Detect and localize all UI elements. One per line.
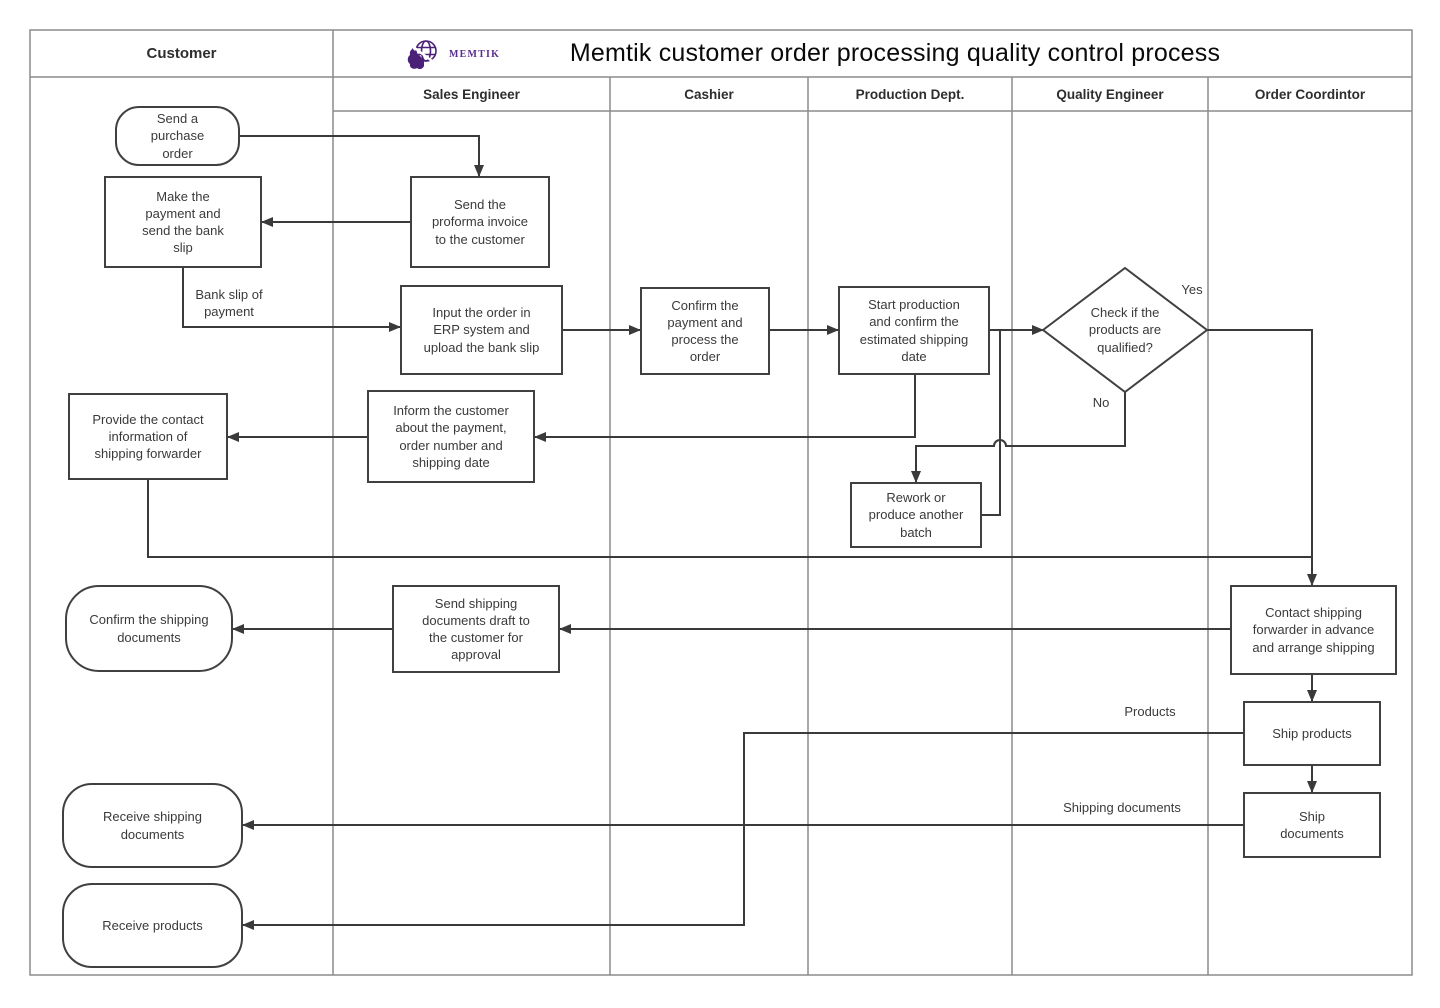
lane-header-sales-engineer-label: Sales Engineer	[423, 86, 520, 102]
lane-header-customer: Customer	[30, 30, 333, 77]
brand-logo: MEMTIK	[404, 37, 514, 71]
edge-products-to-receive	[242, 732, 1243, 930]
lane-header-quality-engineer-label: Quality Engineer	[1056, 86, 1164, 102]
lane-header-production-dept: Production Dept.	[808, 77, 1012, 111]
lane-header-order-coordinator-label: Order Coordintor	[1254, 86, 1366, 102]
edge-purchase-to-proforma	[240, 135, 484, 177]
node-receive-shipping-documents: Receive shipping documents	[62, 783, 243, 868]
page-title: Memtik customer order processing quality…	[569, 39, 1221, 67]
edge-label-shipping-documents: Shipping documents	[1063, 800, 1181, 815]
lane-header-sales-engineer: Sales Engineer	[333, 77, 610, 111]
memtik-logo-icon	[407, 40, 437, 70]
edge-production-to-inform	[534, 375, 916, 442]
edge-label-no: No	[1092, 395, 1110, 410]
node-send-purchase-order: Send a purchase order	[115, 106, 240, 166]
lane-header-cashier-label: Cashier	[684, 86, 734, 102]
edge-no-to-rework	[911, 392, 1126, 483]
node-provide-contact-info: Provide the contact information of shipp…	[68, 393, 228, 480]
lane-header-cashier: Cashier	[610, 77, 808, 111]
node-check-qualified: Check if the products are qualified?	[1088, 305, 1162, 355]
edge-rework-feedback	[982, 331, 1001, 516]
node-receive-products: Receive products	[62, 883, 243, 968]
node-rework: Rework or produce another batch	[850, 482, 982, 548]
lane-header-customer-label: Customer	[146, 45, 217, 62]
node-confirm-payment: Confirm the payment and process the orde…	[640, 287, 770, 375]
edge-provide-to-contact	[147, 480, 1312, 558]
lane-header-quality-engineer: Quality Engineer	[1012, 77, 1208, 111]
lane-header-production-dept-label: Production Dept.	[855, 86, 965, 102]
node-send-draft: Send shipping documents draft to the cus…	[392, 585, 560, 673]
edge-label-yes: Yes	[1181, 282, 1203, 297]
node-inform-customer: Inform the customer about the payment, o…	[367, 390, 535, 483]
lane-header-order-coordinator: Order Coordintor	[1208, 77, 1412, 111]
node-send-proforma-invoice: Send the proforma invoice to the custome…	[410, 176, 550, 268]
memtik-logo-text: MEMTIK	[449, 48, 501, 60]
node-ship-products: Ship products	[1243, 701, 1381, 766]
edge-bankslip-to-erp	[182, 268, 401, 332]
node-confirm-shipping-documents: Confirm the shipping documents	[65, 585, 233, 672]
edge-yes-to-contact	[1207, 329, 1317, 586]
diagram-border	[29, 29, 1413, 976]
node-make-payment: Make the payment and send the bank slip	[104, 176, 262, 268]
node-start-production: Start production and confirm the estimat…	[838, 286, 990, 375]
decision-diamond-shape	[1041, 266, 1209, 394]
node-ship-documents: Ship documents	[1243, 792, 1381, 858]
node-input-order-erp: Input the order in ERP system and upload…	[400, 285, 563, 375]
edge-label-bank-slip: Bank slip of payment	[195, 287, 263, 319]
node-contact-forwarder: Contact shipping forwarder in advance an…	[1230, 585, 1397, 675]
edge-label-products: Products	[1124, 704, 1176, 719]
